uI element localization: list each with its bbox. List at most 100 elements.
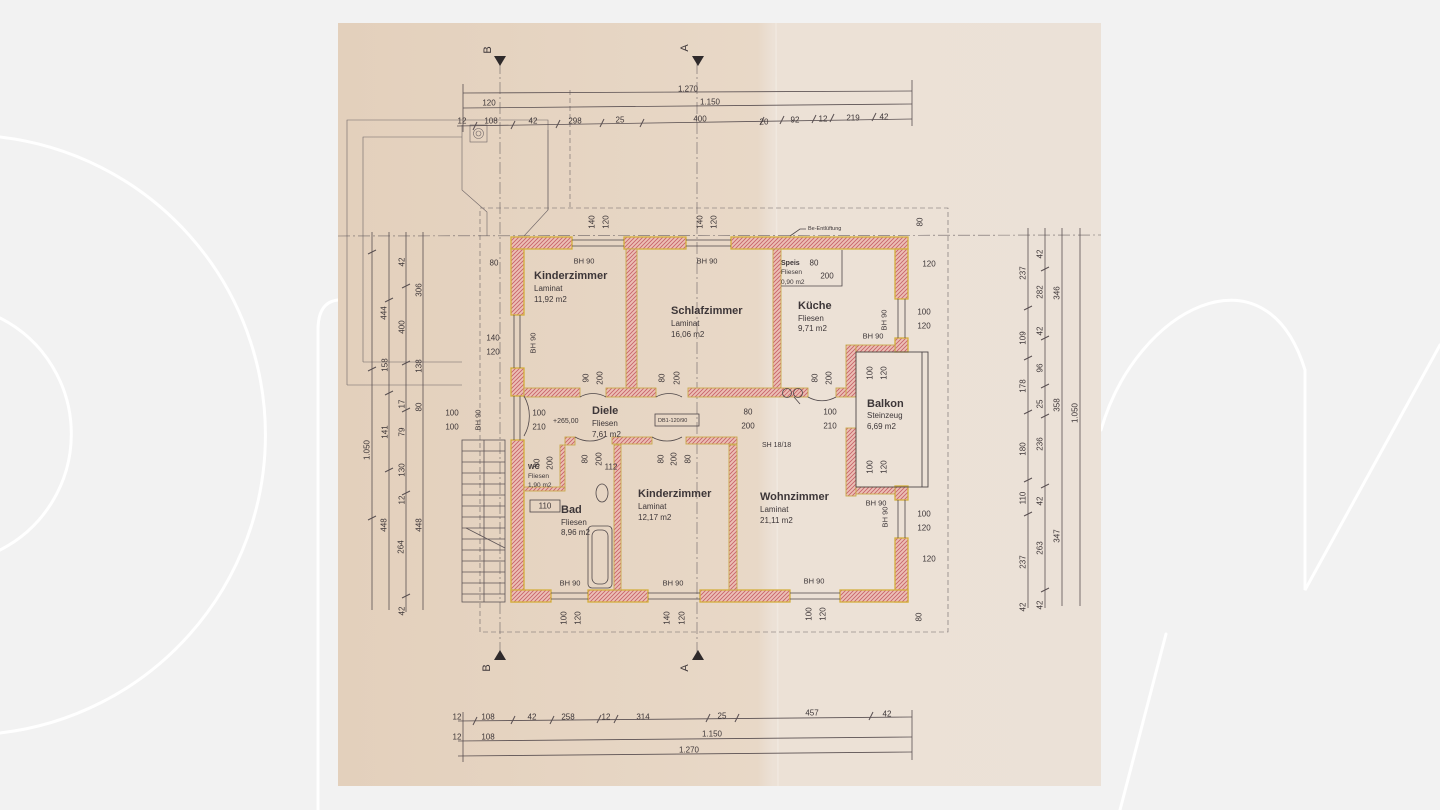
door-dimension-label: 200 — [741, 422, 755, 431]
dimension-label: 80 — [415, 402, 424, 411]
door-dimension-label: 120 — [880, 366, 889, 380]
door-dimension-label: 100 — [866, 366, 875, 380]
room-floor: Laminat — [534, 284, 563, 293]
dimension-label: 12 — [453, 713, 462, 722]
dimension-label: 42 — [1019, 602, 1028, 611]
dimension-label: 314 — [636, 713, 650, 722]
paper-fold — [775, 23, 779, 786]
opening-dimension-label: 120 — [710, 215, 719, 229]
dimension-label: 42 — [1036, 249, 1045, 258]
window-label: BH 90 — [474, 410, 483, 431]
section-marker-labels: B A B A — [481, 44, 691, 672]
window-label: BH 90 — [880, 310, 889, 331]
dimension-label: 42 — [880, 113, 889, 122]
door-dimension-label: 80 — [581, 454, 590, 463]
dimension-label: 79 — [398, 427, 407, 436]
room-area: 6,69 m2 — [867, 422, 896, 431]
room-floor: Fliesen — [798, 314, 824, 323]
watermark-arch — [1099, 298, 1440, 591]
door-dimension-label: 80 — [684, 454, 693, 463]
room-area: 16,06 m2 — [671, 330, 705, 339]
door-dimension-label: 80 — [810, 259, 819, 268]
dimension-label: 1.050 — [363, 439, 372, 460]
room-area: 11,92 m2 — [534, 295, 567, 304]
room-area: 7,61 m2 — [592, 430, 621, 439]
door-type-note: DB1-120/90 — [658, 418, 687, 424]
dimension-label: 237 — [1019, 266, 1028, 280]
room-name: Diele — [592, 405, 618, 417]
wall-top — [623, 236, 687, 250]
dimension-label: 17 — [398, 399, 407, 408]
room-area: 12,17 m2 — [638, 513, 672, 522]
fixtures — [523, 228, 843, 589]
dimension-label: 400 — [398, 320, 407, 334]
wall-bottom — [587, 589, 649, 603]
dimension-label: 92 — [791, 116, 800, 125]
window-label: BH 90 — [863, 332, 884, 341]
opening-dimension-label: 140 — [663, 611, 672, 625]
dimension-label: 444 — [380, 306, 389, 320]
door-dimension-label: 100 — [532, 409, 546, 418]
opening-dimension-label: 100 — [445, 409, 459, 418]
dimension-label: 42 — [1036, 326, 1045, 335]
room-floor: Laminat — [671, 319, 700, 328]
dimension-label: 158 — [381, 358, 390, 372]
opening-dimension-label: 100 — [917, 510, 931, 519]
dimension-label: 12 — [453, 733, 462, 742]
walls — [510, 236, 909, 603]
opening-dimension-label: 80 — [916, 217, 925, 226]
door-dimension-label: 100 — [866, 460, 875, 474]
door-dimension-label: 200 — [673, 371, 682, 385]
opening-dimension-label: 100 — [805, 607, 814, 621]
room-name: Balkon — [867, 398, 904, 410]
dimension-label: 448 — [415, 518, 424, 532]
opening-dimension-label: 120 — [574, 611, 583, 625]
watermark-stroke — [1118, 632, 1168, 810]
door-dimension-label: 100 — [823, 408, 837, 417]
dimension-label: 306 — [415, 283, 424, 297]
opening-dimension-label: 100 — [917, 308, 931, 317]
opening-dimension-label: 120 — [917, 524, 931, 533]
dimension-label: 12 — [602, 713, 611, 722]
room-labels: Kinderzimmer Laminat 11,92 m2 Schlafzimm… — [528, 260, 904, 537]
dimension-label: 1.270 — [678, 85, 699, 94]
opening-dimension-label: 100 — [560, 611, 569, 625]
dimension-label: 282 — [1036, 285, 1045, 299]
section-marker-b: B — [481, 664, 493, 671]
opening-dimension-label: 120 — [922, 260, 936, 269]
dimension-label: 42 — [1036, 600, 1045, 609]
room-name: Wohnzimmer — [760, 491, 830, 503]
door-dimension-label: 110 — [539, 502, 552, 511]
dimension-label: 1.150 — [700, 98, 721, 107]
dimension-label: 457 — [805, 709, 819, 718]
dimension-label: 236 — [1036, 437, 1045, 451]
door-dimension-label: 210 — [823, 422, 837, 431]
window-label: BH 90 — [574, 257, 595, 266]
window-label: BH 90 — [697, 257, 718, 266]
wall-left — [510, 248, 525, 316]
dimension-label: 346 — [1053, 286, 1062, 300]
room-name: Kinderzimmer — [534, 270, 608, 282]
door-dimension-label: 200 — [825, 371, 834, 385]
dimension-label: 358 — [1053, 398, 1062, 412]
opening-dimension-label: 120 — [678, 611, 687, 625]
door-dimension-label: 210 — [532, 423, 546, 432]
door-dimension-label: 80 — [744, 408, 753, 417]
door-dimension-label: 112 — [605, 463, 618, 472]
dimension-label: 12 — [398, 495, 407, 504]
dimension-label: 25 — [718, 712, 727, 721]
door-dimension-label: 80 — [533, 458, 542, 467]
opening-dimension-label: 80 — [490, 259, 499, 268]
dimension-label: 178 — [1019, 379, 1028, 393]
dimension-label: 1.270 — [679, 746, 700, 755]
room-floor: Laminat — [760, 505, 789, 514]
door-dimension-label: 200 — [670, 452, 679, 466]
interior-walls — [523, 248, 896, 591]
opening-dimension-label: 140 — [486, 334, 500, 343]
dimension-label: 25 — [616, 116, 625, 125]
door-dimension-label: 200 — [820, 272, 834, 281]
dimension-label: 258 — [561, 713, 575, 722]
dimension-label: 108 — [481, 733, 495, 742]
